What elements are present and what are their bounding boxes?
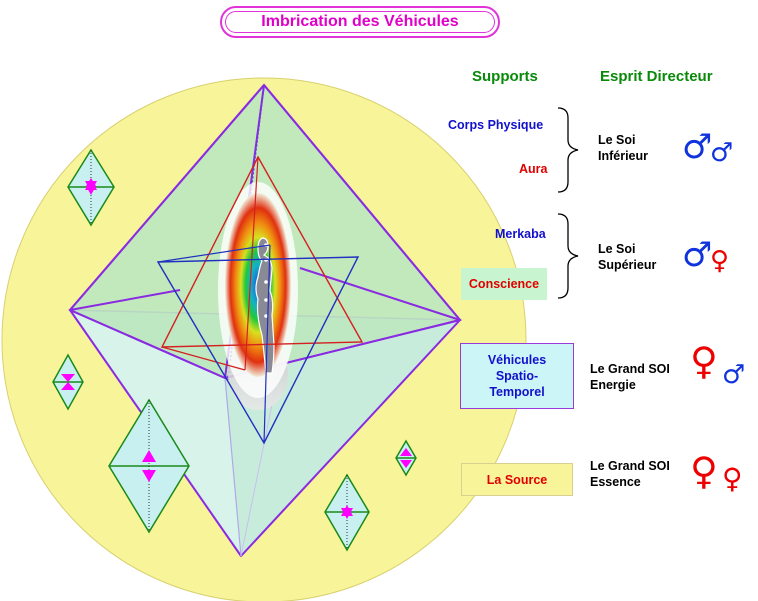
- text-soi-inferieur-2: Inférieur: [598, 149, 649, 163]
- text-grand-soi-energie-2: Energie: [590, 378, 636, 392]
- octahedron-edge: [240, 319, 461, 557]
- female-icon: ♀: [722, 462, 743, 495]
- octahedron-edge: [69, 309, 226, 379]
- label-merkaba: Merkaba: [495, 227, 546, 241]
- text-soi-inferieur: Le Soi Inférieur: [598, 132, 648, 164]
- box-conscience: Conscience: [461, 268, 547, 300]
- male-icon: ♂: [722, 360, 746, 390]
- label-la-source: La Source: [486, 472, 548, 487]
- merkaba-blue-tetra: [156, 256, 360, 445]
- octahedron-hidden-edge: [69, 289, 181, 311]
- small-octahedron-4: [395, 439, 417, 477]
- page-title: Imbrication des Véhicules: [261, 13, 459, 30]
- text-soi-inferieur-1: Le Soi: [598, 133, 636, 147]
- text-soi-superieur-2: Supérieur: [598, 258, 657, 272]
- female-icon: ♀: [710, 246, 730, 276]
- female-icon: ♀: [690, 339, 718, 383]
- text-grand-soi-energie: Le Grand SOI Energie: [590, 361, 670, 393]
- label-vehicules-2: Spatio-: [495, 369, 539, 383]
- box-la-source: La Source: [461, 463, 573, 496]
- merkaba-red-edge: [244, 156, 259, 371]
- label-vehicules-3: Temporel: [489, 385, 545, 399]
- title-box: Imbrication des Véhicules: [220, 6, 500, 38]
- chakra-dot: [264, 280, 268, 284]
- text-grand-soi-essence: Le Grand SOI Essence: [590, 458, 670, 490]
- octahedron-hidden-edge: [299, 267, 461, 321]
- octahedron-edge: [69, 84, 265, 311]
- small-octahedron-2: [52, 353, 84, 411]
- chakra-dot: [264, 314, 268, 318]
- male-icon: ♂: [682, 127, 713, 167]
- text-soi-superieur: Le Soi Supérieur: [598, 241, 656, 273]
- merkaba-red-edge: [161, 346, 246, 371]
- female-icon: ♀: [690, 449, 718, 493]
- merkaba-blue-edge: [263, 244, 271, 444]
- merkaba-red-tetra: [160, 155, 364, 348]
- text-grand-soi-energie-1: Le Grand SOI: [590, 362, 670, 376]
- male-icon: ♂: [682, 235, 713, 275]
- box-vehicules-spatio-temporel: Véhicules Spatio- Temporel: [460, 343, 574, 409]
- brace-upper: [557, 107, 579, 193]
- brace-lower: [557, 213, 579, 299]
- header-supports: Supports: [472, 68, 538, 85]
- chakra-dot: [264, 298, 268, 302]
- header-esprit-directeur: Esprit Directeur: [600, 68, 713, 85]
- label-aura: Aura: [519, 162, 548, 176]
- label-conscience: Conscience: [468, 277, 540, 291]
- merkaba-blue-edge: [157, 244, 271, 263]
- text-grand-soi-essence-1: Le Grand SOI: [590, 459, 670, 473]
- text-grand-soi-essence-2: Essence: [590, 475, 641, 489]
- octahedron-hidden-edge: [224, 377, 242, 557]
- text-soi-superieur-1: Le Soi: [598, 242, 636, 256]
- small-octahedron-3: [108, 398, 190, 534]
- small-octahedron-5: [324, 473, 370, 552]
- male-icon: ♂: [710, 138, 734, 168]
- octahedron-edge: [263, 84, 461, 321]
- label-corps-physique: Corps Physique: [448, 118, 544, 132]
- label-vehicules-1: Véhicules: [487, 353, 547, 367]
- small-octahedron-1: [67, 148, 115, 227]
